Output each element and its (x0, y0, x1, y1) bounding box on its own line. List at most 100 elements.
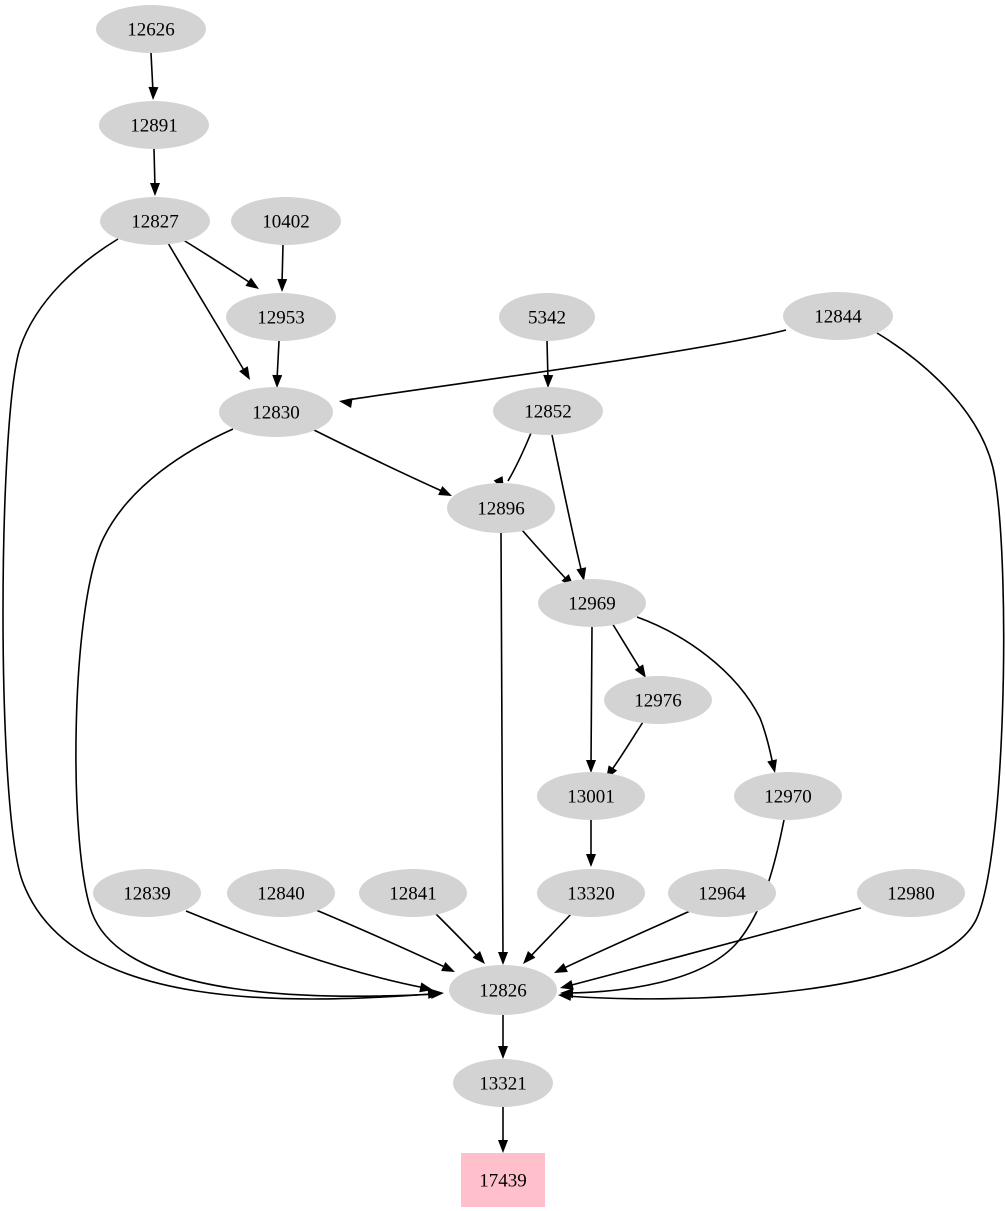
graph-node-12839[interactable]: 12839 (93, 869, 201, 917)
node-ellipse-shape[interactable] (668, 869, 776, 917)
node-label: 12891 (130, 116, 178, 137)
graph-node-12826[interactable]: 12826 (449, 965, 557, 1015)
node-label: 12626 (127, 20, 175, 41)
node-ellipse-shape[interactable] (99, 101, 209, 149)
node-ellipse-shape[interactable] (499, 293, 595, 341)
edge-line (546, 340, 549, 381)
edge-12980-to-12826 (560, 907, 862, 990)
arrow-head-icon (498, 1046, 508, 1059)
edge-12896-to-12826 (498, 532, 508, 965)
edge-line (75, 428, 437, 998)
edge-12953-to-12830 (272, 340, 283, 388)
node-rect-shape[interactable] (461, 1153, 545, 1207)
nodes-layer: 12626 12891 12827 10402 12953 5342 12844 12830 1… (93, 5, 965, 1207)
edge-line (185, 910, 426, 989)
node-ellipse-shape[interactable] (100, 197, 210, 245)
node-label: 5342 (528, 308, 566, 329)
edge-line (434, 912, 480, 959)
graph-node-12841[interactable]: 12841 (359, 869, 467, 917)
node-ellipse-shape[interactable] (453, 1059, 553, 1107)
edge-12969-to-13001 (586, 626, 596, 773)
arrow-head-icon (277, 278, 288, 292)
node-ellipse-shape[interactable] (219, 387, 333, 437)
edge-line (150, 52, 154, 93)
node-ellipse-shape[interactable] (537, 869, 645, 917)
node-ellipse-shape[interactable] (604, 676, 712, 724)
node-ellipse-shape[interactable] (449, 965, 557, 1015)
edge-12976-to-13001 (606, 721, 644, 779)
edge-line (2, 238, 434, 1000)
edge-line (521, 529, 569, 582)
node-ellipse-shape[interactable] (226, 293, 336, 341)
edge-line (611, 622, 642, 671)
arrow-head-icon (586, 854, 596, 867)
edge-line (153, 148, 156, 189)
edge-line (528, 912, 573, 959)
arrow-head-icon (586, 760, 596, 773)
edge-12841-to-12826 (434, 912, 485, 964)
graph-node-12969[interactable]: 12969 (538, 579, 646, 627)
edge-12844-to-12830 (339, 329, 787, 408)
node-ellipse-shape[interactable] (93, 869, 201, 917)
graph-node-12891[interactable]: 12891 (99, 101, 209, 149)
edge-12826-to-13321 (498, 1015, 508, 1059)
edge-12840-to-12826 (315, 909, 455, 972)
edge-12839-to-12826 (185, 910, 433, 993)
graph-node-10402[interactable]: 10402 (231, 197, 341, 245)
edge-line (610, 721, 644, 772)
arrow-head-icon (560, 980, 574, 990)
edge-line (565, 332, 1005, 1000)
graph-node-5342[interactable]: 5342 (499, 293, 595, 341)
node-label: 12840 (257, 884, 305, 905)
edge-line (551, 434, 583, 574)
node-label: 13321 (479, 1074, 527, 1095)
node-ellipse-shape[interactable] (857, 869, 965, 917)
edge-line (315, 909, 448, 969)
graph-node-12980[interactable]: 12980 (857, 869, 965, 917)
graph-node-12953[interactable]: 12953 (226, 293, 336, 341)
edge-12969-to-12976 (611, 622, 646, 678)
node-ellipse-shape[interactable] (359, 869, 467, 917)
edge-5342-to-12852 (543, 340, 554, 388)
graph-node-12964[interactable]: 12964 (668, 869, 776, 917)
arrow-head-icon (560, 988, 574, 999)
arrow-head-icon (543, 374, 554, 388)
graph-node-12830[interactable]: 12830 (219, 387, 333, 437)
node-label: 13320 (567, 884, 615, 905)
node-ellipse-shape[interactable] (493, 387, 603, 435)
arrow-head-icon (419, 982, 433, 993)
arrow-head-icon (576, 567, 587, 581)
edge-line (500, 532, 504, 958)
node-ellipse-shape[interactable] (231, 197, 341, 245)
graph-node-12626[interactable]: 12626 (96, 5, 206, 53)
edge-12830-to-12826 (75, 428, 444, 999)
graph-node-13321[interactable]: 13321 (453, 1059, 553, 1107)
graph-node-12827[interactable]: 12827 (100, 197, 210, 245)
node-ellipse-shape[interactable] (537, 772, 645, 820)
graph-node-12896[interactable]: 12896 (447, 483, 555, 533)
graph-node-12844[interactable]: 12844 (783, 292, 893, 340)
edge-12830-to-12896 (311, 428, 452, 496)
graph-node-12976[interactable]: 12976 (604, 676, 712, 724)
node-label: 12953 (257, 308, 305, 329)
node-ellipse-shape[interactable] (538, 579, 646, 627)
arrow-head-icon (498, 952, 508, 965)
node-ellipse-shape[interactable] (734, 772, 842, 820)
node-label: 12896 (477, 499, 525, 520)
edge-line (346, 329, 787, 401)
node-label: 12964 (698, 884, 746, 905)
graph-node-13320[interactable]: 13320 (537, 869, 645, 917)
node-label: 12830 (252, 403, 300, 424)
graph-node-12970[interactable]: 12970 (734, 772, 842, 820)
edge-12827-to-12953 (179, 237, 259, 289)
node-ellipse-shape[interactable] (783, 292, 893, 340)
graph-node-12840[interactable]: 12840 (227, 869, 335, 917)
graph-node-12852[interactable]: 12852 (493, 387, 603, 435)
node-ellipse-shape[interactable] (227, 869, 335, 917)
node-label: 13001 (567, 787, 615, 808)
node-ellipse-shape[interactable] (447, 483, 555, 533)
graph-node-17439[interactable]: 17439 (461, 1153, 545, 1207)
node-ellipse-shape[interactable] (96, 5, 206, 53)
graph-node-13001[interactable]: 13001 (537, 772, 645, 820)
node-label: 12976 (634, 691, 682, 712)
